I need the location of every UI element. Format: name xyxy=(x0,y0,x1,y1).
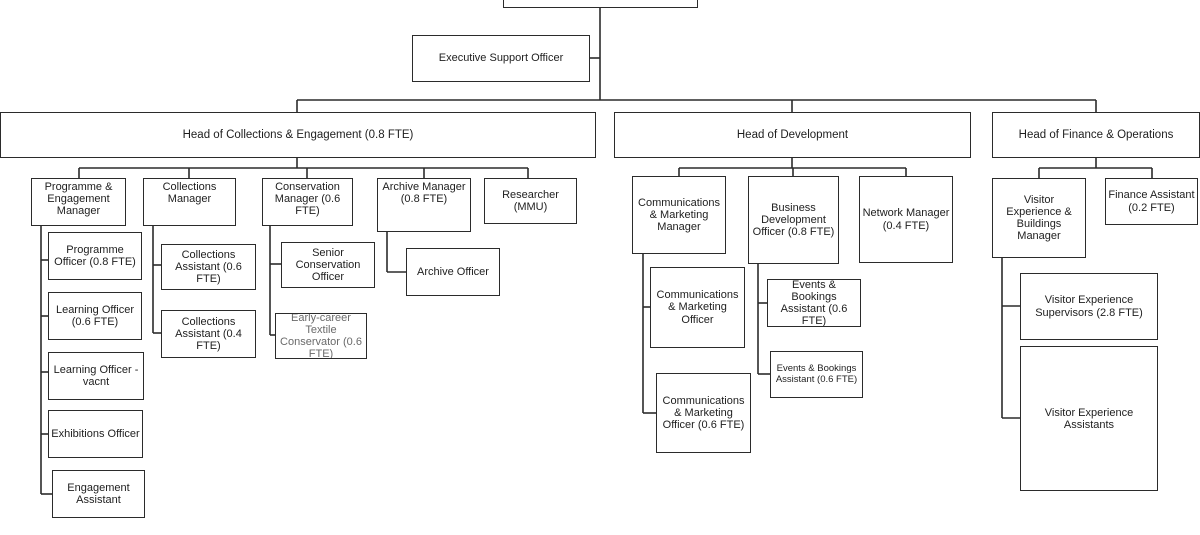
head-collections-box: Head of Collections & Engagement (0.8 FT… xyxy=(0,112,596,158)
visitor-supervisors-box: Visitor Experience Supervisors (2.8 FTE) xyxy=(1020,273,1158,340)
learning-officer-vacant-box: Learning Officer - vacnt xyxy=(48,352,144,400)
exhibitions-officer-box: Exhibitions Officer xyxy=(48,410,143,458)
head-development-box: Head of Development xyxy=(614,112,971,158)
visitor-assistants-box: Visitor Experience Assistants xyxy=(1020,346,1158,491)
visitor-buildings-manager-box: Visitor Experience & Buildings Manager xyxy=(992,178,1086,258)
engagement-assistant-box: Engagement Assistant xyxy=(52,470,145,518)
comms-manager-box: Communications & Marketing Manager xyxy=(632,176,726,254)
executive-support-officer-box: Executive Support Officer xyxy=(412,35,590,82)
collections-assistant-2-box: Collections Assistant (0.4 FTE) xyxy=(161,310,256,358)
comms-officer-box: Communications & Marketing Officer xyxy=(650,267,745,348)
senior-conservation-officer-box: Senior Conservation Officer xyxy=(281,242,375,288)
ceo-box xyxy=(503,0,698,8)
textile-conservator-box: Early-career Textile Conservator (0.6 FT… xyxy=(275,313,367,359)
archive-manager-box: Archive Manager (0.8 FTE) xyxy=(377,178,471,232)
archive-officer-box: Archive Officer xyxy=(406,248,500,296)
collections-manager-box: Collections Manager xyxy=(143,178,236,226)
collections-assistant-1-box: Collections Assistant (0.6 FTE) xyxy=(161,244,256,290)
comms-officer-part-time-box: Communications & Marketing Officer (0.6 … xyxy=(656,373,751,453)
events-bookings-assistant-2-box: Events & Bookings Assistant (0.6 FTE) xyxy=(770,351,863,398)
business-development-officer-box: Business Development Officer (0.8 FTE) xyxy=(748,176,839,264)
conservation-manager-box: Conservation Manager (0.6 FTE) xyxy=(262,178,353,226)
network-manager-box: Network Manager (0.4 FTE) xyxy=(859,176,953,263)
programme-manager-box: Programme & Engagement Manager xyxy=(31,178,126,226)
events-bookings-assistant-1-box: Events & Bookings Assistant (0.6 FTE) xyxy=(767,279,861,327)
researcher-box: Researcher (MMU) xyxy=(484,178,577,224)
programme-officer-box: Programme Officer (0.8 FTE) xyxy=(48,232,142,280)
head-finance-box: Head of Finance & Operations xyxy=(992,112,1200,158)
learning-officer-box: Learning Officer (0.6 FTE) xyxy=(48,292,142,340)
finance-assistant-box: Finance Assistant (0.2 FTE) xyxy=(1105,178,1198,225)
